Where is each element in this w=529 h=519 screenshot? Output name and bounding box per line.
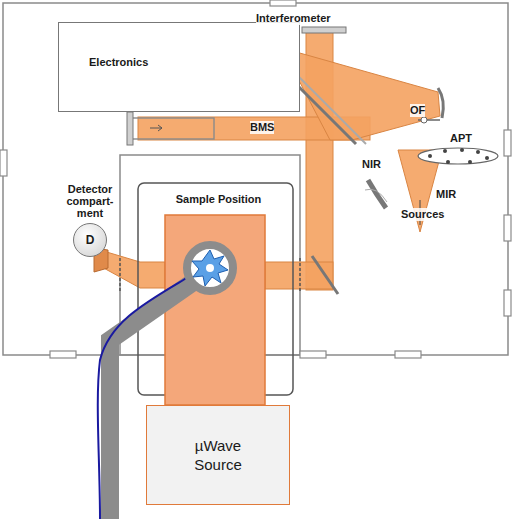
moving-mirror — [127, 112, 133, 145]
nir-reflector — [365, 189, 387, 202]
plasma-core — [206, 264, 214, 272]
detector-circle: D — [73, 223, 107, 257]
part-label: Interferometer — [256, 12, 331, 25]
sample-cell — [187, 245, 233, 291]
part-label: MIR — [436, 188, 456, 201]
box-title: Sample Position — [140, 193, 297, 205]
mirror-tube — [132, 118, 214, 139]
folding-mirror — [312, 256, 338, 294]
part-label: APT — [450, 132, 472, 145]
detector: Detector compart- mentD — [50, 183, 130, 261]
compensator — [290, 68, 366, 144]
source-mirror — [438, 88, 443, 118]
part-label: BMS — [250, 121, 274, 134]
aperture-wheel — [418, 148, 498, 164]
motion-arrow — [150, 125, 162, 131]
plasma-star — [192, 250, 228, 286]
part-label: NIR — [362, 158, 381, 171]
part-label: Sources — [401, 208, 444, 221]
part-label: OF — [410, 104, 425, 117]
electronics-box: Electronics — [58, 22, 300, 112]
fixed-mirror — [302, 27, 346, 33]
sample-position: Sample Position — [140, 193, 297, 213]
aperture-holes — [428, 148, 489, 164]
detector-heading: Detector compart- ment — [59, 183, 121, 219]
box-title: µWave Source — [183, 436, 253, 474]
nir-source — [368, 180, 386, 208]
optical-filter-disc — [421, 117, 427, 123]
microwave-cavity — [165, 215, 265, 405]
microwave-source-box: µWave Source — [146, 405, 290, 505]
box-title: Electronics — [89, 56, 148, 68]
